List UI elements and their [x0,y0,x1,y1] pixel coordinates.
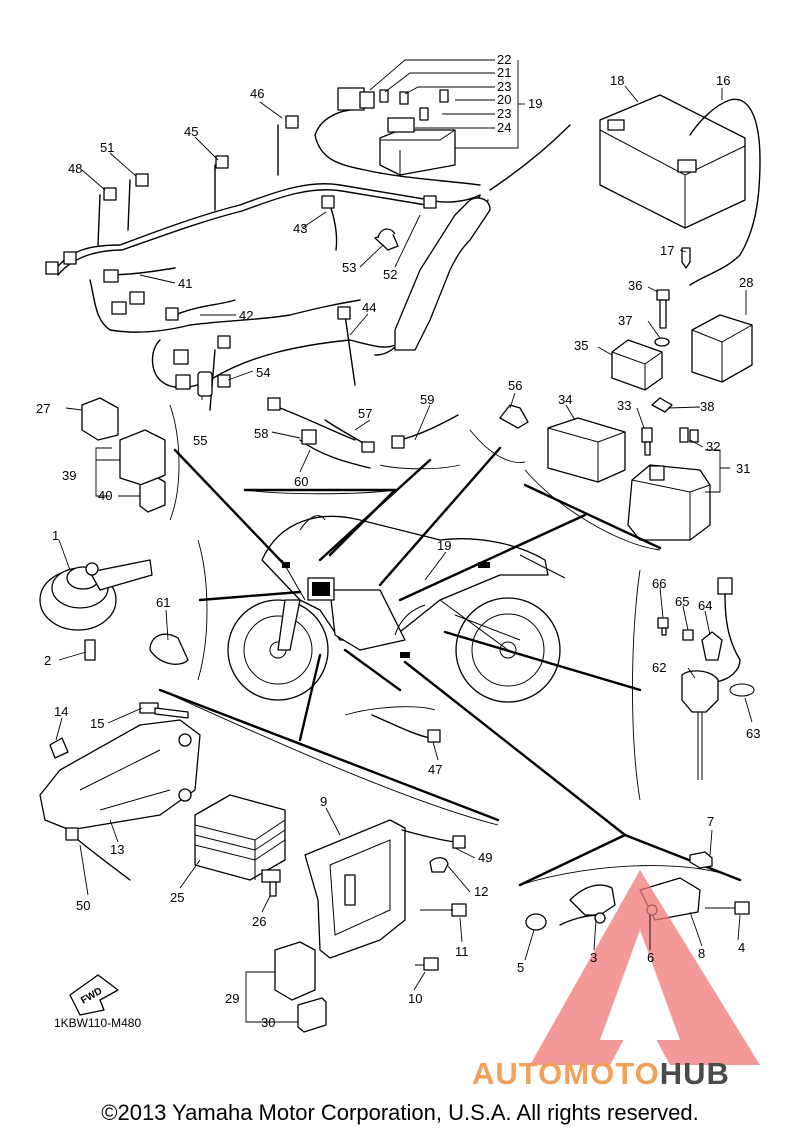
callout-21: 21 [497,65,511,80]
battery-group [599,94,761,413]
callout-44: 44 [362,300,376,315]
callout-48: 48 [68,161,82,176]
callout-23b: 23 [497,106,511,121]
callout-26: 26 [252,914,266,929]
callout-56: 56 [508,378,522,393]
motorcycle-illustration [227,515,566,703]
starter-relay-group [547,417,711,541]
callout-4: 4 [738,940,745,955]
callout-51: 51 [100,140,114,155]
copyright-notice: ©2013 Yamaha Motor Corporation, U.S.A. A… [101,1100,699,1125]
callout-62: 62 [652,660,666,675]
callout-66: 66 [652,576,666,591]
callout-17: 17 [660,243,674,258]
callout-61: 61 [156,595,170,610]
callout-65: 65 [675,594,689,609]
callout-23: 23 [497,79,511,94]
watermark-logo-icon [530,870,760,1065]
callout-19: 19 [528,96,542,111]
callout-labels: 1 2 3 4 5 6 7 8 9 10 11 12 13 14 15 16 1… [36,52,760,1030]
callout-37: 37 [618,313,632,328]
callout-47: 47 [428,762,442,777]
callout-8: 8 [698,946,705,961]
watermark-brand-part1: AUTOMOTO [472,1056,660,1091]
callout-52: 52 [383,267,397,282]
callout-54: 54 [256,365,270,380]
wire-harness [45,87,571,411]
callout-35: 35 [574,338,588,353]
callout-36: 36 [628,278,642,293]
ecu-bracket-group [274,819,467,1033]
callout-38: 38 [700,399,714,414]
callout-15: 15 [90,716,104,731]
callout-49: 49 [478,850,492,865]
callout-13: 13 [110,842,124,857]
horn-relay-group [39,397,189,665]
callout-32: 32 [706,439,720,454]
callout-63: 63 [746,726,760,741]
callout-34: 34 [558,392,572,407]
callout-31: 31 [736,461,750,476]
callout-60: 60 [294,474,308,489]
watermark-brand-part2: HUB [659,1056,730,1091]
callout-27: 27 [36,401,50,416]
callout-57: 57 [358,406,372,421]
guide-lines [158,446,742,887]
group-brackets [159,404,741,886]
callout-11: 11 [455,944,469,959]
callout-39: 39 [62,468,76,483]
callout-33: 33 [617,398,631,413]
callout-22: 22 [497,52,511,67]
callout-6: 6 [647,950,654,965]
callout-10: 10 [408,991,422,1006]
callout-28: 28 [739,275,753,290]
callout-53: 53 [342,260,356,275]
callout-20: 20 [497,92,511,107]
cable-ties [267,397,529,743]
sidestand-switch-group [657,577,755,780]
callout-1: 1 [52,528,59,543]
callout-5: 5 [517,960,524,975]
callout-41: 41 [178,276,192,291]
fwd-arrow-icon: FWD [69,974,119,1016]
callout-50: 50 [76,898,90,913]
callout-42: 42 [239,308,253,323]
callout-43: 43 [293,221,307,236]
callout-64: 64 [698,598,712,613]
callout-58: 58 [254,426,268,441]
callout-29: 29 [225,991,239,1006]
watermark-brand: AUTOMOTOHUB [472,1056,730,1092]
callout-7: 7 [707,814,714,829]
callout-16: 16 [716,73,730,88]
callout-40: 40 [98,488,112,503]
callout-9: 9 [320,794,327,809]
callout-24: 24 [497,120,511,135]
callout-14: 14 [54,704,68,719]
callout-25: 25 [170,890,184,905]
callout-55: 55 [193,433,207,448]
callout-2: 2 [44,653,51,668]
diagram-code: 1KBW110-M480 [54,1016,142,1030]
callout-12: 12 [474,884,488,899]
leader-lines [55,59,753,1023]
callout-18: 18 [610,73,624,88]
callout-45: 45 [184,124,198,139]
callout-46: 46 [250,86,264,101]
callout-3: 3 [590,950,597,965]
callout-59: 59 [420,392,434,407]
callout-30: 30 [261,1015,275,1030]
bracket-regulator-group [39,702,286,897]
callout-19b: 19 [437,538,451,553]
